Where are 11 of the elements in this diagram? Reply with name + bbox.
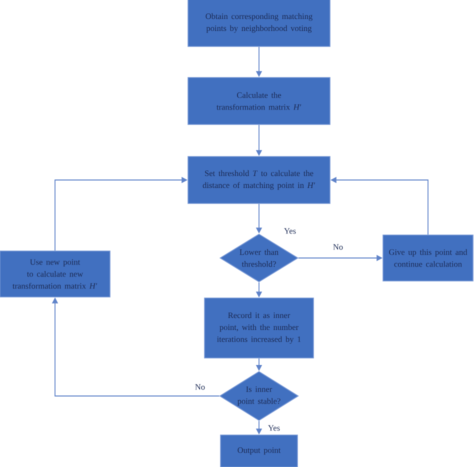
process-box: Obtain corresponding matching points by neighborhood voting [188, 0, 330, 47]
process-box: Give up this point and continue calculation [382, 234, 474, 282]
process-box: Calculate the transformation matrix H′ [188, 77, 330, 125]
process-box: Output point [220, 434, 298, 467]
edge-label: No [332, 243, 344, 251]
edge-label: Yes [283, 227, 298, 235]
process-box: Use new point to calculate new transformation matrix H′ [0, 250, 110, 298]
edge-label: No [194, 383, 206, 391]
edge-label: Yes [267, 424, 282, 432]
process-box: Record it as inner point, with the number iterations increased by 1 [204, 298, 314, 358]
process-box: Set threshold T to calculate the distance of matching point in H′ [188, 156, 330, 204]
